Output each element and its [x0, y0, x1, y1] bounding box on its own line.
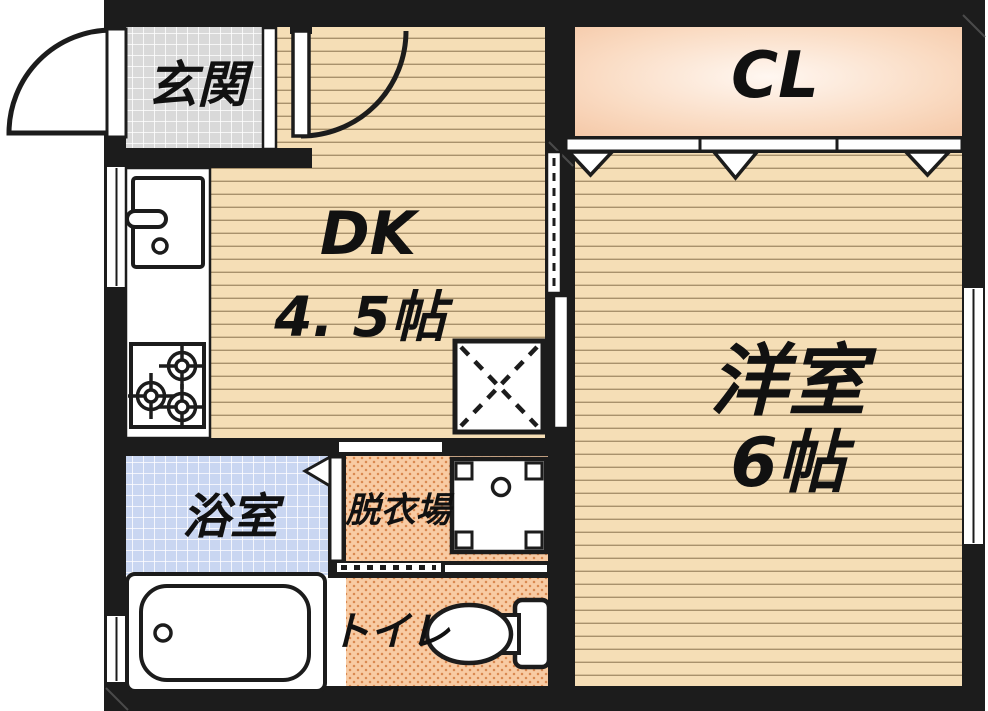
- genkan-step: [261, 26, 278, 151]
- genkan-floor: [126, 26, 264, 150]
- kitchen-window-icon: [105, 165, 128, 289]
- label-toilet: トイレ: [330, 609, 451, 655]
- label-western-size: 6帖: [730, 424, 855, 503]
- label-bathroom: 浴室: [182, 489, 285, 545]
- bathroom-window-icon: [105, 614, 128, 684]
- windows: [105, 165, 985, 684]
- label-dressing-room: 脱衣場: [344, 491, 454, 531]
- chamfer-line: [105, 687, 129, 711]
- western-room-window-icon: [962, 286, 985, 546]
- label-western-room: 洋室: [710, 337, 877, 427]
- kitchen-sink-icon: [125, 176, 205, 269]
- room-labels: 玄関 CL DK 4. 5帖 洋室 6帖 浴室 脱衣場 トイレ: [147, 39, 877, 655]
- closet-folding-door-icon: [564, 136, 964, 181]
- wall-top: [104, 0, 985, 27]
- room-floors: [126, 26, 962, 688]
- entrance-doorway: [105, 27, 128, 139]
- dressing-room-doorway: [337, 440, 444, 454]
- bathroom-floor: [126, 456, 330, 575]
- label-closet: CL: [731, 39, 819, 113]
- washing-machine-pan-icon: [449, 456, 549, 555]
- western-room-floor: [575, 152, 962, 686]
- stove-icon: [128, 342, 206, 429]
- entrance-door-swing-icon: [6, 27, 115, 136]
- label-genkan: 玄関: [147, 56, 254, 114]
- label-dk: DK: [320, 199, 421, 269]
- dk-western-sliding-door-icon: [545, 150, 570, 430]
- dk-door-swing-icon: [300, 30, 409, 139]
- wall-toilet-western: [548, 438, 575, 688]
- closet-floor: [575, 27, 962, 138]
- dk-door-leaf: [291, 29, 311, 138]
- doors: [6, 26, 964, 574]
- toilet-icon: [424, 597, 552, 670]
- fixtures: [124, 166, 552, 693]
- wall-genkan-bottom: [104, 148, 312, 168]
- bathtub-icon: [125, 572, 327, 693]
- bathroom-door-icon: [302, 454, 345, 563]
- refrigerator-space-icon: [452, 338, 546, 435]
- chamfer-line: [962, 14, 986, 38]
- toilet-doorway: [335, 561, 549, 574]
- label-dk-size: 4. 5帖: [273, 285, 454, 349]
